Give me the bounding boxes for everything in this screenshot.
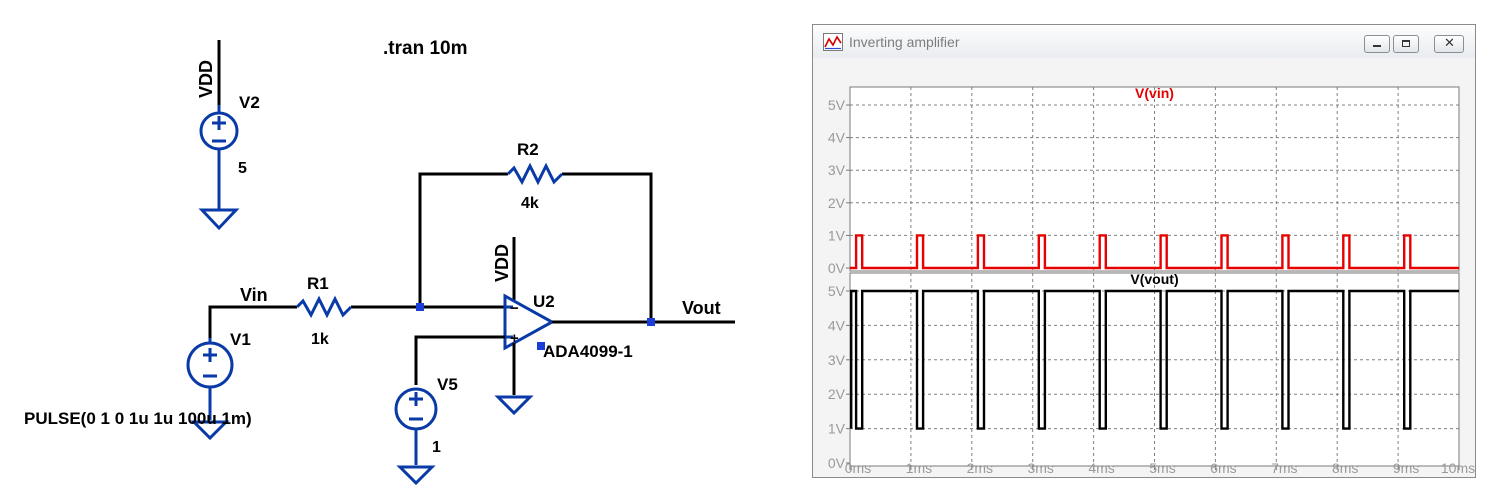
vout-pane[interactable]: 0V 1V 2V 3V 4V 5V V(vout) [828, 271, 1460, 471]
close-icon: ✕ [1444, 36, 1455, 51]
v1-source[interactable]: V1 PULSE(0 1 0 1u 1u 100u 1m) [24, 330, 252, 441]
vout-y-tick-label: 2V [828, 386, 846, 402]
x-tick-label: 6ms [1210, 460, 1236, 476]
maximize-icon [1402, 40, 1410, 47]
waveform-plot[interactable]: 0V 1V 2V 3V 4V 5V V(vin) 0V 1V 2V 3V 4V 5V V(vout) 0… [813, 58, 1475, 477]
x-tick-label: 1ms [906, 460, 932, 476]
x-tick-label: 0ms [845, 460, 871, 476]
vout-trace-title: V(vout) [1130, 271, 1178, 287]
v5-source[interactable]: V5 1 [394, 375, 458, 486]
vin-trace[interactable] [850, 234, 1459, 270]
x-tick-label: 10ms [1441, 460, 1475, 476]
vin-y-tick-label: 4V [828, 130, 846, 146]
vout-trace[interactable] [850, 289, 1459, 430]
r2-resistor[interactable]: R2 4k [506, 140, 564, 212]
v2-value: 5 [238, 160, 247, 177]
close-button[interactable]: ✕ [1434, 35, 1464, 53]
output-node [647, 318, 655, 326]
vout-y-tick-label: 5V [828, 283, 846, 299]
u2-name: U2 [533, 292, 555, 311]
plot-window-title: Inverting amplifier [849, 34, 960, 50]
junction-node [416, 303, 424, 311]
vin-y-tick-label: 2V [828, 195, 846, 211]
r1-name: R1 [307, 274, 329, 293]
r1-value: 1k [311, 331, 329, 348]
vin-net-label[interactable]: Vin [240, 285, 268, 305]
vin-y-tick-label: 0V [828, 260, 846, 276]
x-tick-label: 4ms [1088, 460, 1114, 476]
vout-y-tick-label: 1V [828, 421, 846, 437]
maximize-button[interactable] [1393, 35, 1419, 53]
v1-name: V1 [230, 330, 251, 349]
vout-y-tick-label: 0V [828, 455, 846, 471]
r1-resistor[interactable]: R1 1k [295, 274, 353, 348]
x-tick-label: 8ms [1332, 460, 1358, 476]
plus-pin-label: + [510, 330, 519, 347]
x-tick-label: 2ms [967, 460, 993, 476]
vin-trace-title: V(vin) [1135, 85, 1174, 101]
minimize-icon [1373, 45, 1381, 47]
vout-net-label[interactable]: Vout [682, 298, 721, 318]
v2-source[interactable]: VDD V2 5 [196, 40, 260, 231]
x-tick-label: 3ms [1027, 460, 1053, 476]
x-axis: 0ms 1ms 2ms 3ms 4ms 5ms 6ms 7ms 8ms 9ms 10ms [845, 460, 1475, 476]
x-tick-label: 7ms [1271, 460, 1297, 476]
u2-opamp[interactable]: VDD − + U2 ADA4099-1 [492, 237, 633, 416]
vdd-opamp-label: VDD [492, 244, 512, 282]
r2-name: R2 [517, 140, 539, 159]
tran-directive[interactable]: .tran 10m [383, 38, 467, 59]
schematic-canvas[interactable]: .tran 10m VDD V2 5 R2 4k Vin R1 1k [0, 0, 790, 500]
minimize-button[interactable] [1364, 35, 1390, 53]
vout-y-tick-label: 4V [828, 317, 846, 333]
x-tick-label: 5ms [1149, 460, 1175, 476]
waveform-icon [823, 33, 843, 51]
output-pin-node [537, 342, 545, 350]
plot-titlebar[interactable]: Inverting amplifier ✕ [813, 25, 1475, 58]
plot-window[interactable]: Inverting amplifier ✕ 0V 1V 2V 3V 4V 5V V(vin)… [812, 24, 1476, 478]
vin-y-tick-label: 1V [828, 227, 846, 243]
x-tick-label: 9ms [1393, 460, 1419, 476]
minus-pin-label: − [510, 300, 519, 317]
v5-name: V5 [437, 375, 458, 394]
vin-y-tick-label: 5V [828, 97, 846, 113]
vin-pane[interactable]: 0V 1V 2V 3V 4V 5V V(vin) [828, 85, 1460, 276]
u2-value: ADA4099-1 [543, 342, 633, 361]
r2-value: 4k [521, 195, 539, 212]
v1-value: PULSE(0 1 0 1u 1u 100u 1m) [24, 409, 252, 428]
vin-y-tick-label: 3V [828, 162, 846, 178]
vdd-net-label: VDD [196, 60, 216, 98]
v2-name: V2 [239, 93, 260, 112]
vout-y-tick-label: 3V [828, 352, 846, 368]
v5-value: 1 [432, 439, 441, 456]
